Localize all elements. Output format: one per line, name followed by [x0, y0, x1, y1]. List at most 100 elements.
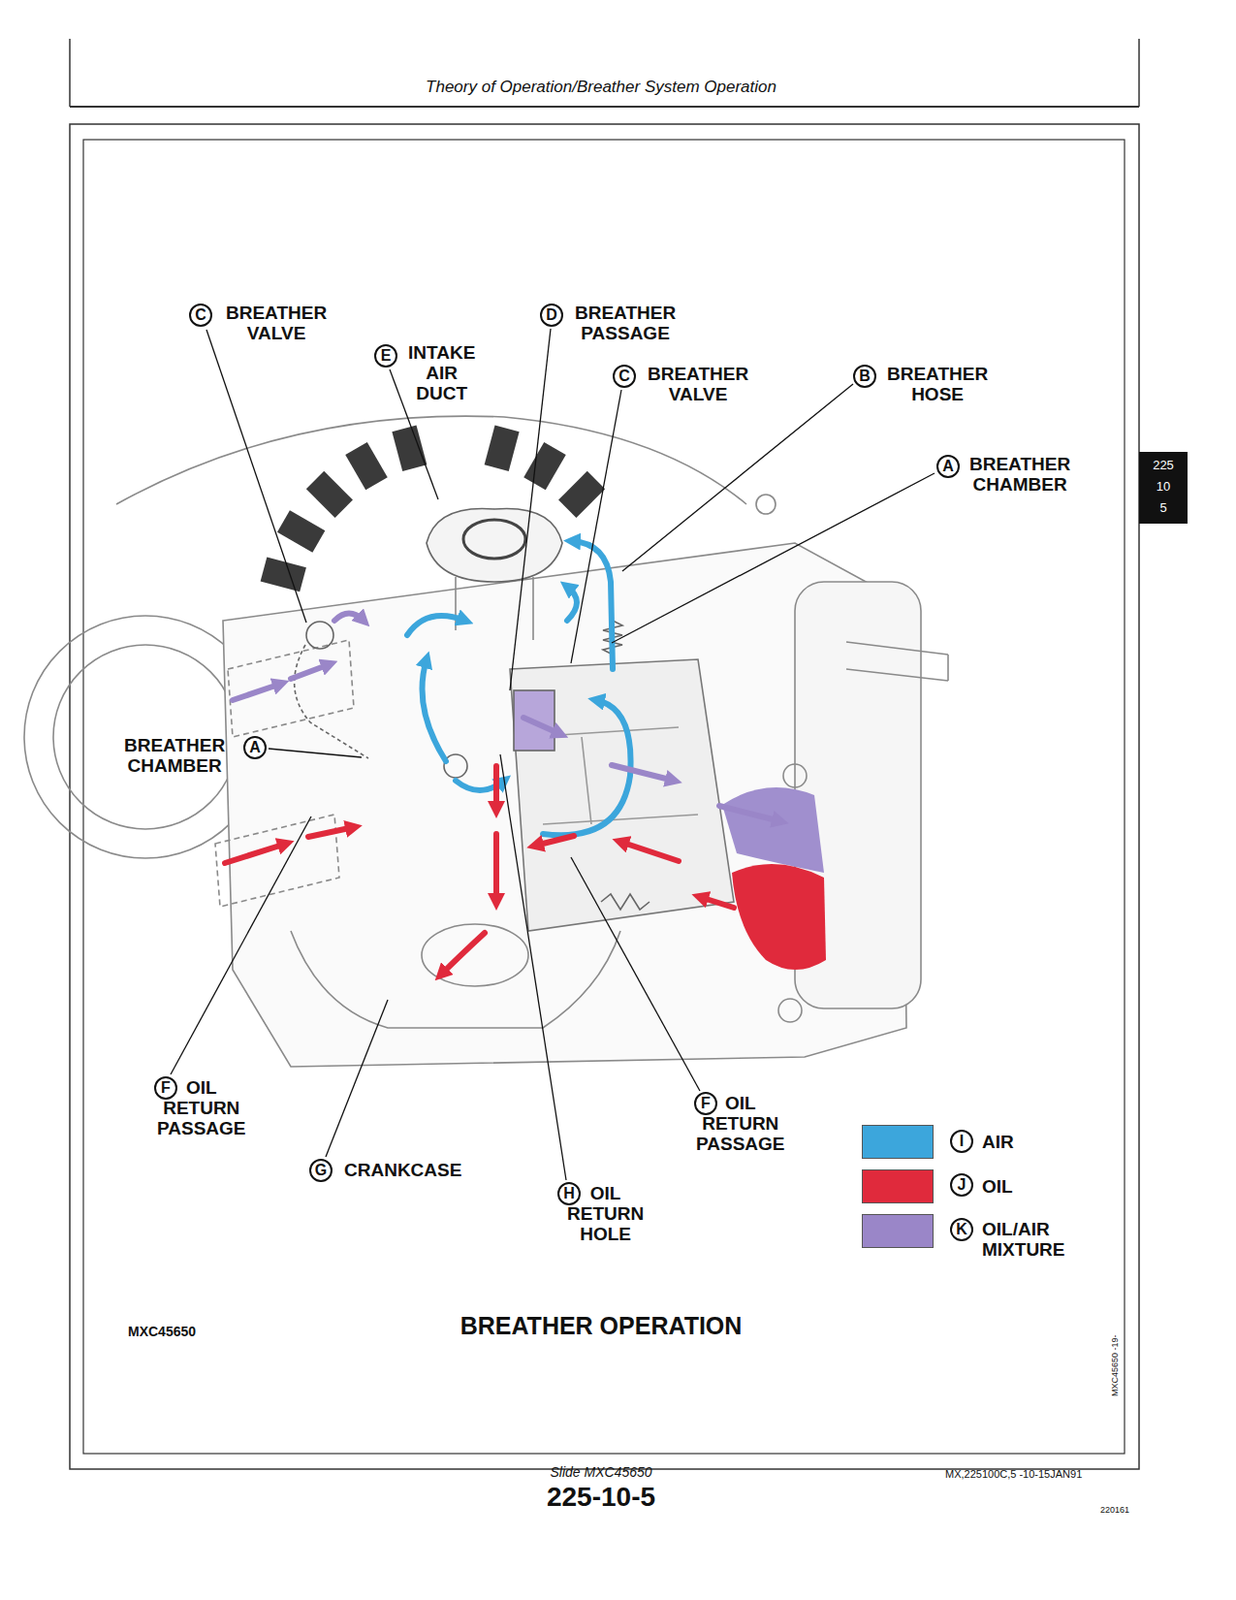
flow-arrows-part [699, 896, 734, 908]
flow-arrows-part [611, 764, 674, 781]
flow-arrows-part [441, 932, 485, 975]
callout-letter: K [950, 1217, 974, 1241]
engine-outline-part [722, 787, 824, 873]
flow-arrows-part [523, 717, 561, 734]
callout-letter: A [936, 454, 960, 478]
flow-arrows-part [422, 659, 447, 761]
page-number: 225-10-5 [546, 1481, 656, 1513]
leader-lines-part [500, 754, 567, 1180]
slide-reference: Slide MXC45650 [549, 1463, 652, 1480]
leader-lines-part [622, 383, 854, 571]
cooling-fins-part [260, 556, 307, 592]
page-frame-part [83, 139, 1125, 1454]
figure-title: BREATHER OPERATION [460, 1311, 743, 1340]
document-code: MX,225100C,5 -10-15JAN91 [945, 1467, 1082, 1480]
flow-arrows-part [407, 615, 466, 635]
callout-letter: C [612, 364, 636, 388]
callout-letter: F [154, 1076, 178, 1100]
flow-arrows-part [224, 843, 286, 863]
legend-text: OIL [982, 1175, 1014, 1197]
page-frame [69, 38, 1188, 1469]
engine-outline-part [601, 893, 650, 910]
part-name: BREATHER CHAMBER [969, 453, 1071, 495]
legend-text: AIR [982, 1131, 1015, 1152]
callout-letter: E [374, 344, 398, 368]
engine-outline-part [215, 814, 340, 907]
leader-lines-part [325, 999, 388, 1157]
callout-letter: G [309, 1158, 333, 1182]
callout-letter: C [189, 303, 213, 327]
cooling-fins-part [484, 425, 520, 472]
page-header: Theory of Operation/Breather System Oper… [425, 77, 777, 97]
part-name: BREATHER VALVE [647, 363, 749, 405]
part-name: BREATHER PASSAGE [574, 302, 676, 344]
leader-lines-part [268, 748, 362, 758]
part-name: INTAKE AIR DUCT [408, 342, 476, 404]
flow-arrows-part [567, 586, 577, 621]
page-frame-part [1138, 38, 1141, 107]
figure-code: MXC45650 -19- [1109, 1333, 1120, 1396]
flow-arrows-part [493, 765, 500, 810]
engine-outline-part [421, 923, 529, 986]
part-name: CRANKCASE [344, 1159, 462, 1180]
page-frame-part [1139, 451, 1188, 524]
engine-outline-part [426, 507, 563, 582]
engine-outline-part [294, 644, 369, 759]
page-frame-part [68, 38, 71, 107]
flow-arrows-part [290, 664, 330, 679]
legend-text: OIL/AIR MIXTURE [982, 1218, 1066, 1260]
leader-lines-part [170, 816, 312, 1075]
callout-letter: H [557, 1181, 581, 1205]
part-name: BREATHER CHAMBER [124, 734, 225, 776]
callout-letter: I [950, 1129, 974, 1153]
page-frame-part [69, 105, 1140, 108]
engine-outline-part [846, 641, 949, 681]
flow-arrows-part [232, 683, 282, 700]
page-frame-part [69, 124, 1140, 1469]
cooling-fins-part [523, 442, 567, 490]
leader-lines-part [570, 389, 622, 664]
callout-letter: D [539, 303, 564, 327]
callout-letter: B [853, 364, 877, 388]
cooling-fins-part [277, 509, 325, 553]
leader-lines-part [611, 473, 935, 643]
flow-arrows-part [308, 826, 354, 837]
leader-lines-part [570, 856, 700, 1091]
part-name: BREATHER VALVE [225, 302, 327, 344]
legend-swatch [861, 1213, 934, 1248]
engine-outline-part [778, 998, 802, 1022]
part-name: BREATHER HOSE [887, 363, 988, 405]
engine-outline-part [731, 863, 826, 970]
section-tab-number: 5 [1159, 500, 1167, 515]
engine-outline-part [116, 415, 747, 505]
engine-outline-part [509, 659, 734, 931]
callout-letter: F [694, 1091, 718, 1115]
engine-outline-part [227, 639, 354, 737]
flow-arrows [224, 540, 781, 975]
engine-outline-part [443, 754, 468, 778]
cooling-fins-part [391, 425, 427, 472]
engine-outline-part [783, 763, 807, 788]
cooling-fins-part [345, 442, 388, 490]
engine-outline-part [290, 930, 621, 1028]
engine-outline-part [463, 519, 526, 559]
legend-swatch [861, 1124, 934, 1159]
document-code: 220161 [1100, 1504, 1130, 1515]
leader-lines-part [206, 329, 307, 623]
flow-arrows-part [620, 841, 679, 861]
cooling-fins [260, 425, 606, 593]
flow-arrows-part [719, 805, 781, 822]
engine-outline-part [306, 621, 334, 649]
callout-letter: A [243, 735, 267, 760]
legend-swatch [861, 1169, 934, 1204]
engine-outline [24, 415, 949, 1067]
cooling-fins-part [306, 471, 353, 518]
section-tab-number: 225 [1152, 457, 1174, 473]
leader-lines-part [509, 328, 551, 691]
callout-letter: J [950, 1172, 974, 1197]
section-tab-number: 10 [1156, 478, 1171, 494]
leader-lines [170, 328, 935, 1180]
flow-arrows-part [334, 613, 364, 622]
